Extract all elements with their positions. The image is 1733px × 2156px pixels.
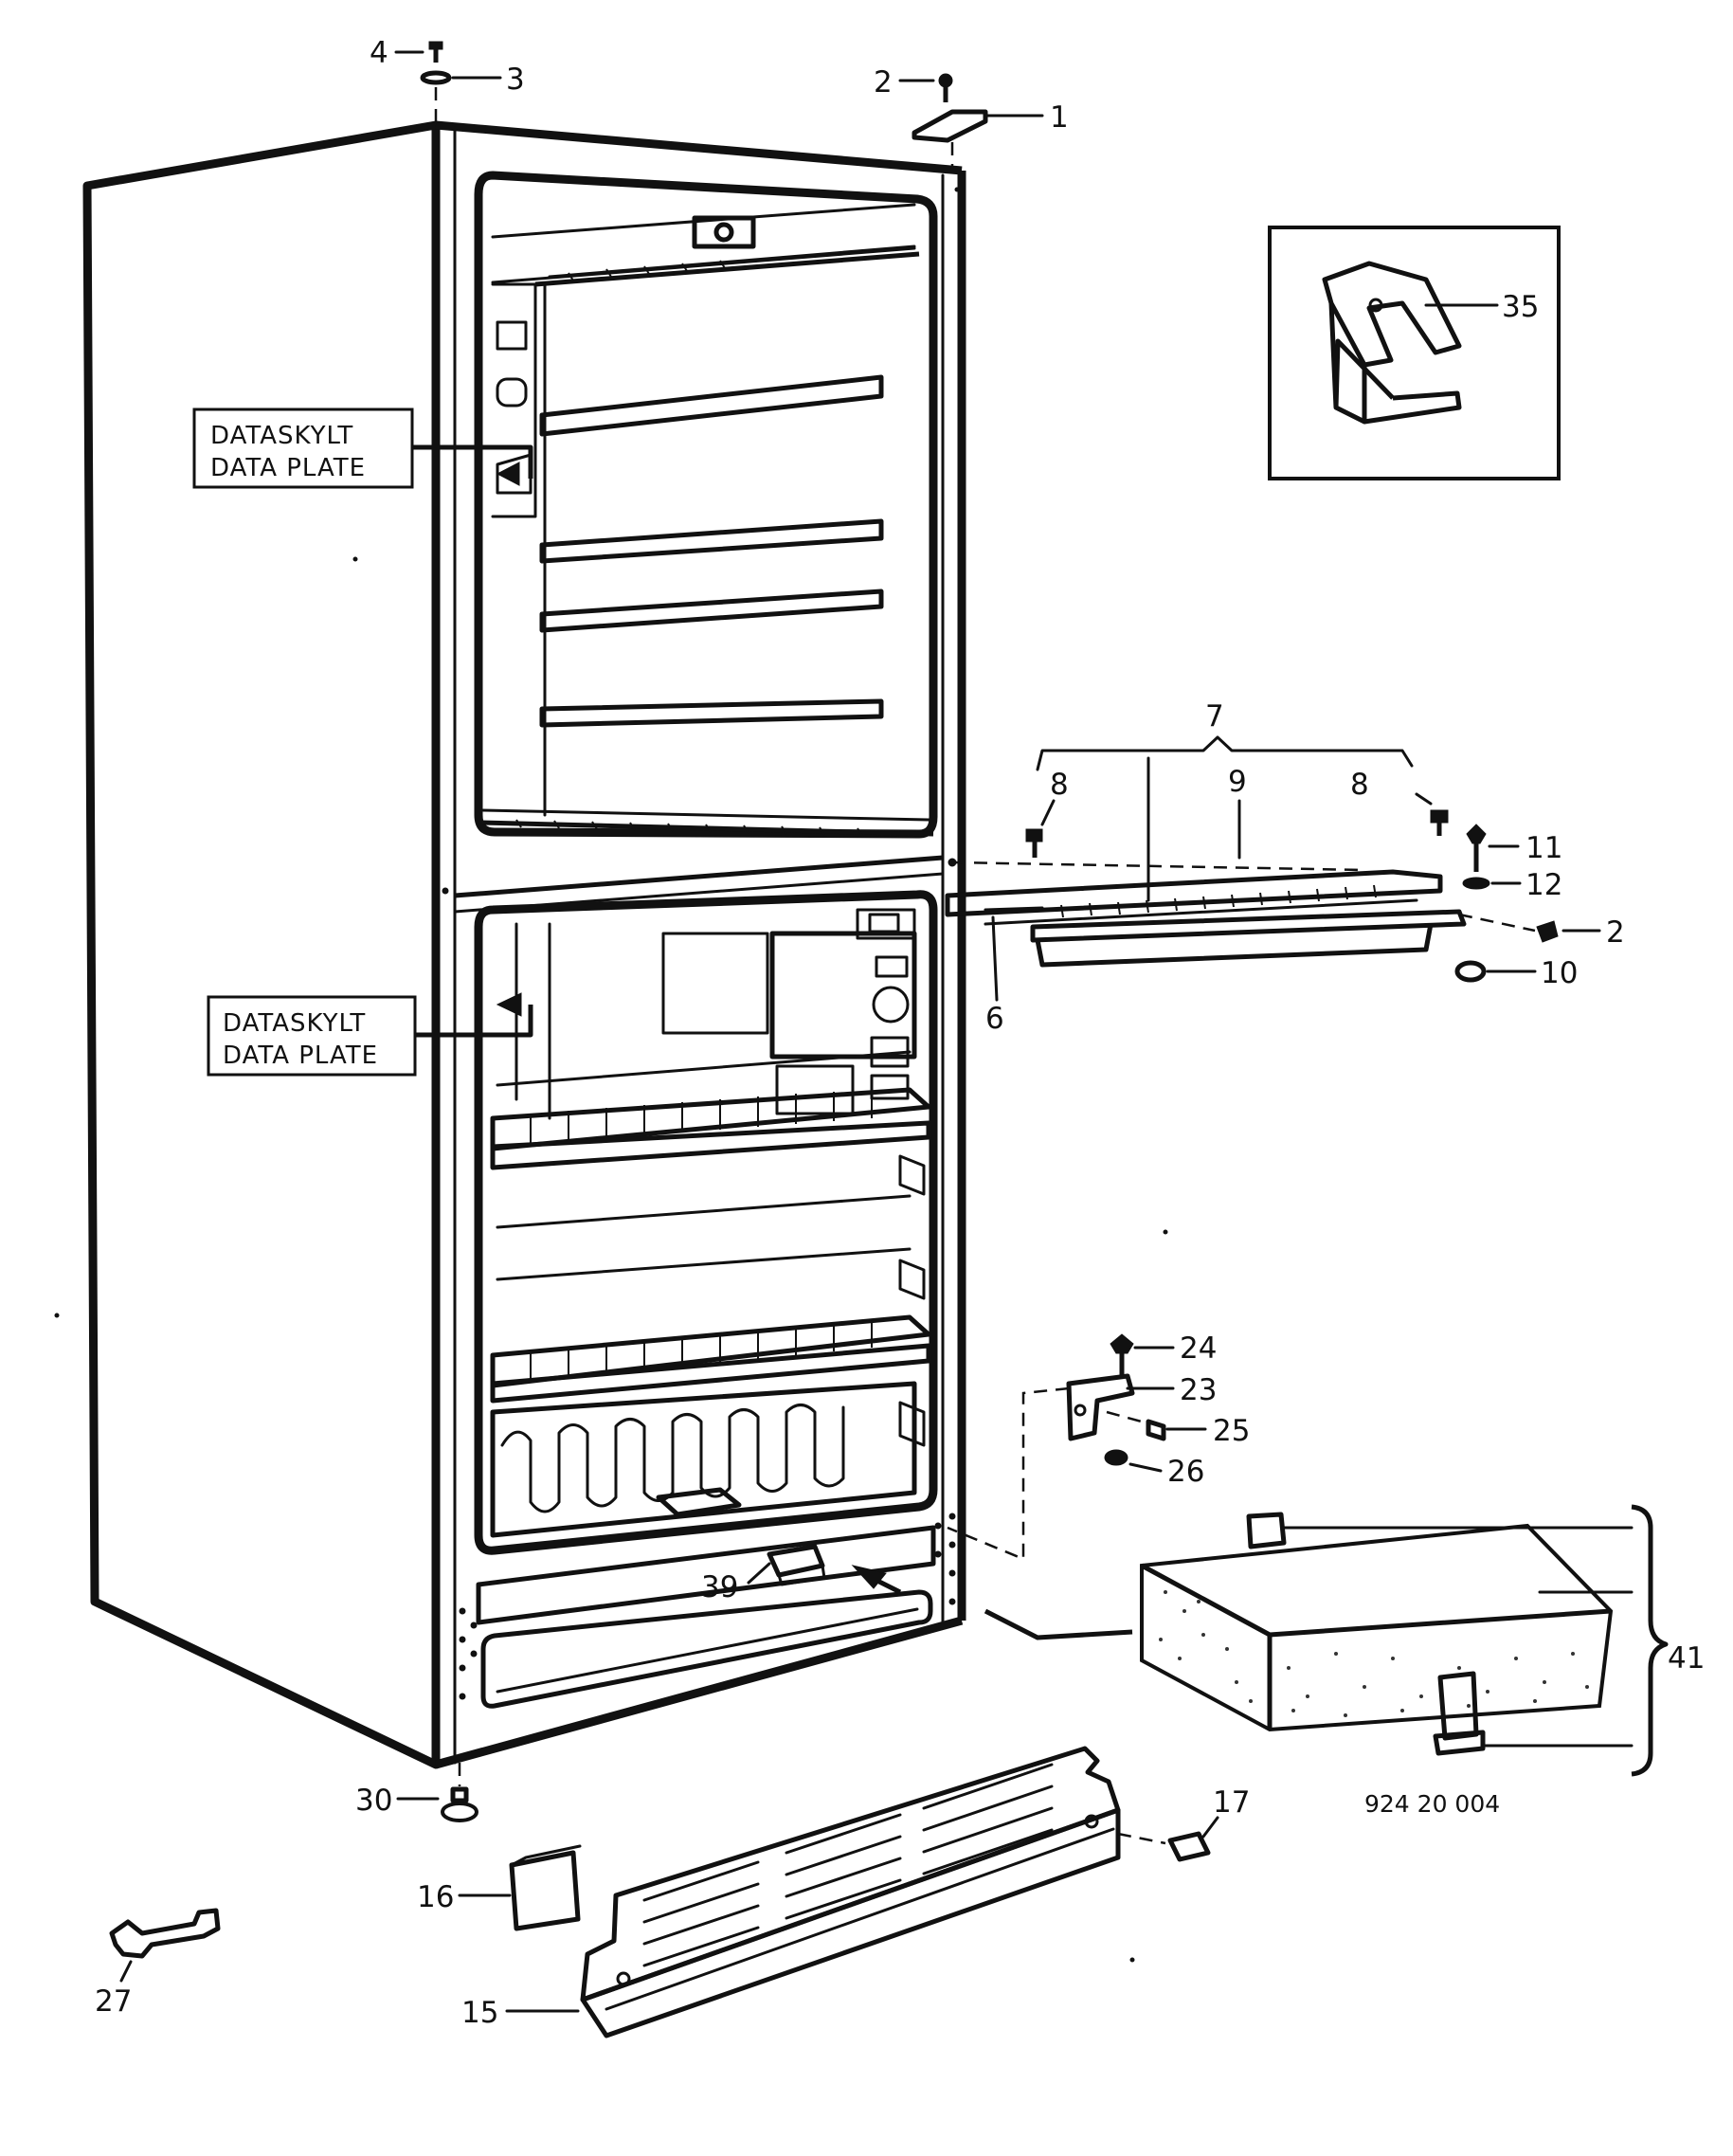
part-17-clip: 17	[1117, 1785, 1250, 1862]
lower-hinge-parts: 24 23 25 26	[947, 1332, 1250, 1561]
callout-39: 39	[701, 1570, 738, 1604]
svg-text:15: 15	[461, 1996, 498, 2030]
svg-text:12: 12	[1525, 868, 1562, 902]
inset-part-35: 35	[1268, 226, 1561, 480]
svg-text:41: 41	[1668, 1641, 1705, 1676]
svg-text:1: 1	[1050, 100, 1069, 135]
data-plate-lower-label: DATASKYLT DATA PLATE	[207, 992, 533, 1077]
svg-text:7: 7	[1205, 699, 1224, 734]
svg-text:10: 10	[1541, 956, 1578, 990]
grille-slots	[642, 1763, 1054, 1967]
svg-text:3: 3	[506, 63, 525, 97]
svg-text:24: 24	[1180, 1332, 1217, 1366]
part-27-wrench: 27	[95, 1908, 221, 2019]
svg-text:6: 6	[985, 1002, 1004, 1036]
svg-text:8: 8	[1350, 768, 1369, 802]
svg-text:16: 16	[417, 1880, 454, 1914]
svg-text:8: 8	[1050, 768, 1069, 802]
svg-text:4: 4	[370, 36, 388, 70]
stray-dots	[54, 187, 1168, 1963]
svg-text:30: 30	[355, 1784, 392, 1818]
svg-text:9: 9	[1228, 765, 1247, 799]
freezer-compartment	[474, 171, 938, 839]
svg-text:23: 23	[1180, 1373, 1217, 1407]
fridge-compartment	[474, 890, 938, 1555]
svg-text:26: 26	[1167, 1455, 1204, 1489]
top-hardware: 4 3 2 1	[370, 36, 1069, 169]
insulation-texture	[1159, 1590, 1589, 1717]
svg-text:DATASKYLT: DATASKYLT	[210, 422, 353, 450]
part-30-adjustable-foot: 30	[355, 1763, 478, 1822]
base-frame	[442, 887, 956, 1709]
svg-text:35: 35	[1502, 290, 1539, 324]
data-plate-upper-label: DATASKYLT DATA PLATE	[192, 408, 533, 489]
svg-text:17: 17	[1213, 1785, 1250, 1820]
svg-text:DATA PLATE: DATA PLATE	[210, 454, 366, 482]
part-39-fitting: 39	[701, 1544, 826, 1604]
svg-text:2: 2	[874, 65, 893, 100]
part-41-insulation-block: 41 924 20 004	[1140, 1504, 1705, 1818]
svg-text:11: 11	[1525, 831, 1562, 865]
svg-text:DATASKYLT: DATASKYLT	[223, 1009, 366, 1038]
part-15-grille-panel: 15	[461, 1746, 1121, 2038]
insert-arrow	[851, 1565, 1133, 1640]
svg-text:27: 27	[95, 1984, 132, 2019]
part-16-block: 16	[417, 1844, 582, 1931]
svg-text:2: 2	[1606, 915, 1625, 950]
svg-text:DATA PLATE: DATA PLATE	[223, 1042, 378, 1070]
svg-text:25: 25	[1213, 1414, 1250, 1448]
drawing-number: 924 20 004	[1364, 1790, 1500, 1818]
door-strip-assembly: 7 9 6 8 8 11 12	[945, 699, 1625, 1036]
